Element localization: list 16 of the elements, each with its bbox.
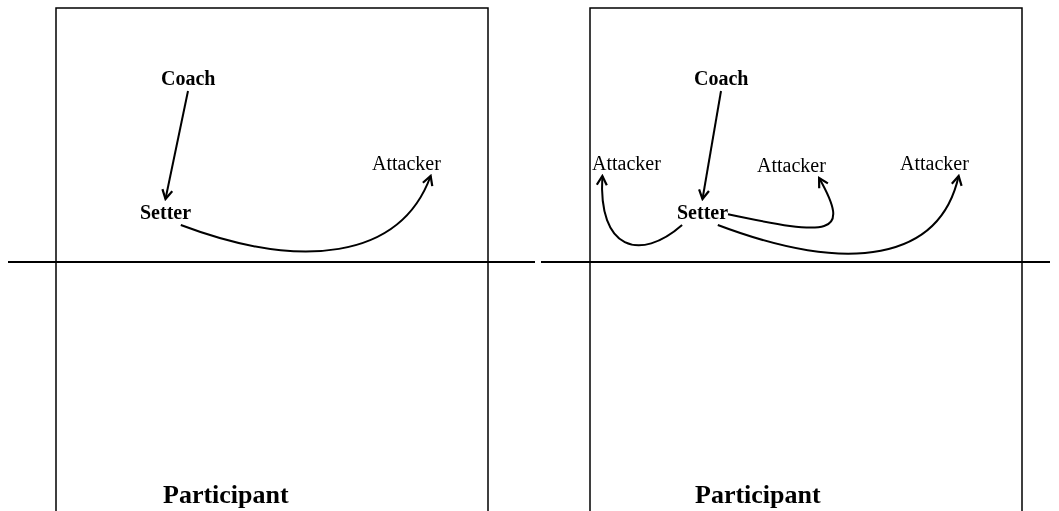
role-label: Attacker (900, 152, 969, 174)
role-label: Coach (161, 67, 216, 89)
arrow (698, 90, 722, 201)
participant-label: Participant (163, 480, 289, 510)
role-label: Setter (140, 201, 192, 223)
arrow (596, 174, 684, 247)
role-label: Setter (677, 201, 729, 223)
arrow (727, 176, 835, 229)
participant-label: Participant (695, 480, 821, 510)
role-label: Attacker (757, 154, 826, 176)
role-label: Attacker (372, 152, 441, 174)
role-label: Attacker (592, 152, 661, 174)
arrow (161, 90, 189, 201)
role-label: Coach (694, 67, 749, 89)
arrow (716, 174, 962, 255)
arrow (179, 174, 433, 253)
